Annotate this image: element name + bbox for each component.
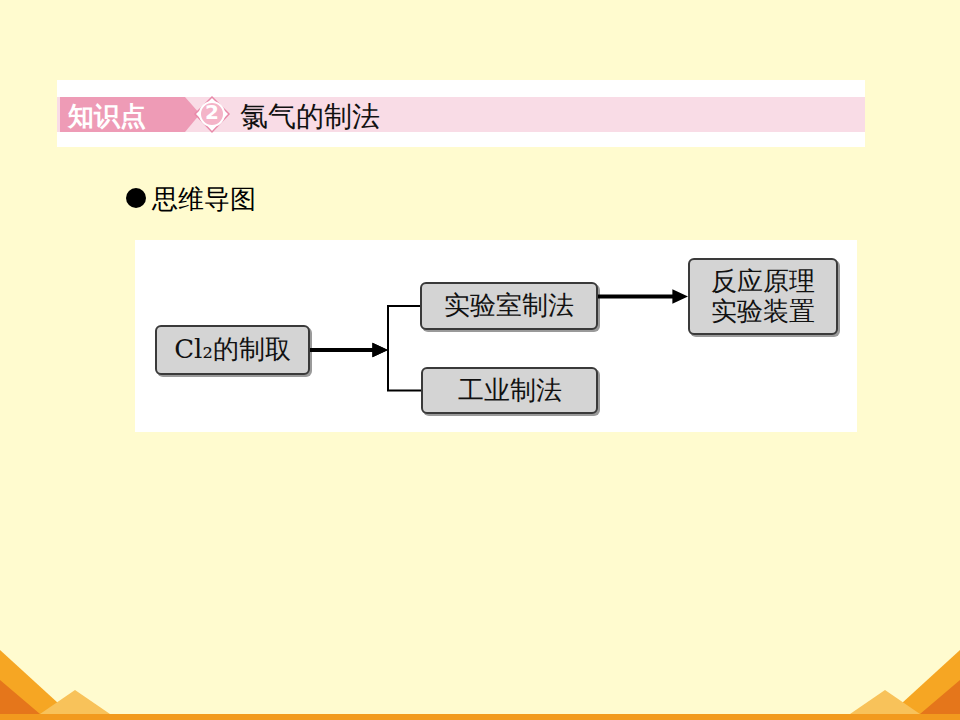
box-label: Cl₂的制取: [174, 335, 291, 365]
box-text: 反应原理 实验装置: [703, 267, 823, 327]
label-text: 2: [205, 100, 219, 124]
connector-line: [310, 348, 376, 352]
box-label: 工业制法: [458, 376, 562, 406]
tag-diamond: [195, 97, 229, 132]
arrow-head: [672, 289, 688, 303]
bullet: [126, 188, 146, 208]
process-box: 实验室制法: [420, 282, 598, 330]
connector-line: [388, 306, 420, 350]
corner-triangle: [850, 690, 920, 714]
connector: [598, 289, 688, 303]
header-band: [57, 80, 865, 147]
box-text: 实验室制法: [444, 291, 574, 321]
diagram-panel: [135, 240, 857, 432]
process-box: 反应原理 实验装置: [688, 258, 838, 335]
arrow-head: [372, 343, 388, 357]
process-box: Cl₂的制取: [155, 325, 310, 375]
bottom-bar: [0, 714, 960, 720]
label-text: 思维导图: [152, 182, 256, 217]
process-box: 工业制法: [421, 367, 598, 414]
connector-line: [388, 350, 421, 391]
corner-triangle: [0, 680, 40, 714]
header-stripe: [57, 97, 865, 132]
connector: [310, 343, 421, 391]
box-label: 反应原理 实验装置: [703, 267, 823, 327]
title: 氯气的制法: [240, 98, 380, 136]
box-text: 工业制法: [458, 376, 562, 406]
box-text: Cl₂的制取: [174, 335, 291, 365]
corner-triangle: [920, 680, 960, 714]
connector-line: [598, 295, 674, 299]
corner-triangle: [40, 690, 110, 714]
connector: [310, 306, 420, 357]
box-label: 实验室制法: [444, 291, 574, 321]
connector-line: [310, 348, 376, 352]
arrow-head: [372, 343, 388, 357]
label-text: 知识点: [68, 99, 146, 134]
